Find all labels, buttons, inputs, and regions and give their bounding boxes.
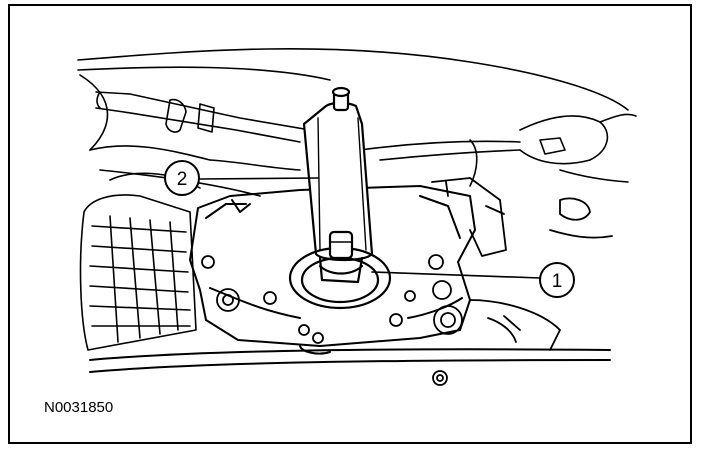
engine-background [77, 48, 637, 197]
selector-shaft-nut [288, 230, 392, 310]
callout-2: 2 [164, 160, 319, 196]
mounting-plate [89, 185, 611, 373]
plate-bolts [201, 254, 463, 386]
callout-1-label: 1 [552, 271, 563, 292]
figure-id: N0031850 [44, 399, 114, 416]
callout-2-label: 2 [177, 169, 188, 190]
connector-bracket [431, 177, 613, 351]
intake-housing [79, 172, 201, 351]
callout-1: 1 [371, 262, 575, 298]
